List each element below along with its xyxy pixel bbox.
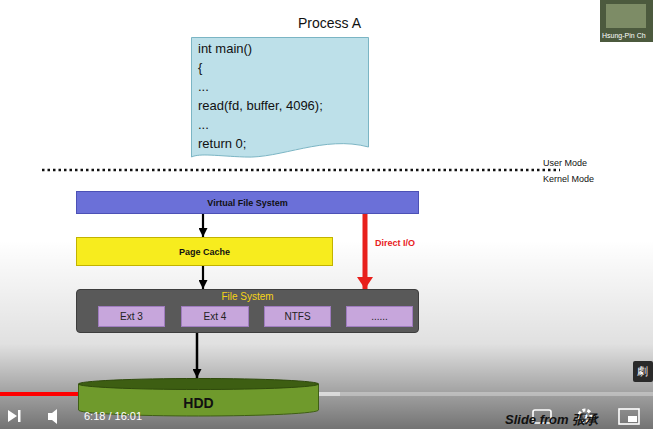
- cylinder-top: [79, 379, 319, 390]
- code-line: {: [198, 60, 202, 76]
- node-label: HDD: [78, 395, 319, 411]
- flow-arrow: [202, 214, 204, 237]
- node-label: ......: [371, 311, 388, 322]
- file-system-group: Ext 3 Ext 4 NTFS...... File System: [76, 289, 419, 333]
- document-outline: [192, 38, 369, 158]
- code-line: ...: [198, 79, 209, 95]
- player-button: [633, 361, 653, 382]
- mode-label: Kernel Mode: [543, 174, 594, 184]
- code-line: ...: [198, 117, 209, 133]
- fs-type-box: Ext 4: [181, 306, 249, 327]
- webcam-name: Hsung-Pin Ch: [602, 32, 646, 39]
- mode-divider: [42, 169, 560, 172]
- flow-arrow: [196, 333, 199, 378]
- flow-arrow: [202, 266, 204, 289]
- group-title: File System: [77, 291, 418, 302]
- vfs-layer: Virtual File System: [76, 191, 419, 214]
- process-title: Process A: [298, 15, 361, 31]
- watermark: Slide from 張承: [505, 411, 598, 429]
- play-icon: [8, 410, 17, 422]
- edge-label: Direct I/O: [375, 238, 415, 248]
- player-button-text: 劇: [637, 364, 648, 379]
- page-cache-box: Page Cache: [76, 237, 333, 266]
- node-label: NTFS: [284, 311, 310, 322]
- video-time: 6:18 / 16:01: [84, 410, 142, 422]
- code-line: read(fd, buffer, 4096);: [198, 98, 323, 114]
- fs-type-box: Ext 3: [98, 306, 165, 327]
- process-code-box: Process Aint main(){...read(fd, buffer, …: [191, 37, 369, 161]
- code-line: return 0;: [198, 136, 246, 152]
- webcam-thumb: [600, 0, 653, 42]
- code-line: int main(): [198, 41, 252, 57]
- mode-label: User Mode: [543, 158, 587, 168]
- fs-type-box: ......: [346, 306, 413, 327]
- webcam-scene: [606, 4, 646, 28]
- node-label: Page Cache: [179, 247, 230, 257]
- player-shade: [0, 240, 653, 429]
- direct-io-arrow: [363, 214, 368, 289]
- miniplayer-icon: [619, 409, 639, 424]
- node-label: Virtual File System: [207, 198, 287, 208]
- node-label: Ext 4: [204, 311, 227, 322]
- miniplayer-inset: [628, 416, 637, 422]
- volume-icon: [48, 409, 57, 424]
- next-icon: [18, 410, 21, 422]
- fs-type-box: NTFS: [264, 306, 331, 327]
- node-label: Ext 3: [120, 311, 143, 322]
